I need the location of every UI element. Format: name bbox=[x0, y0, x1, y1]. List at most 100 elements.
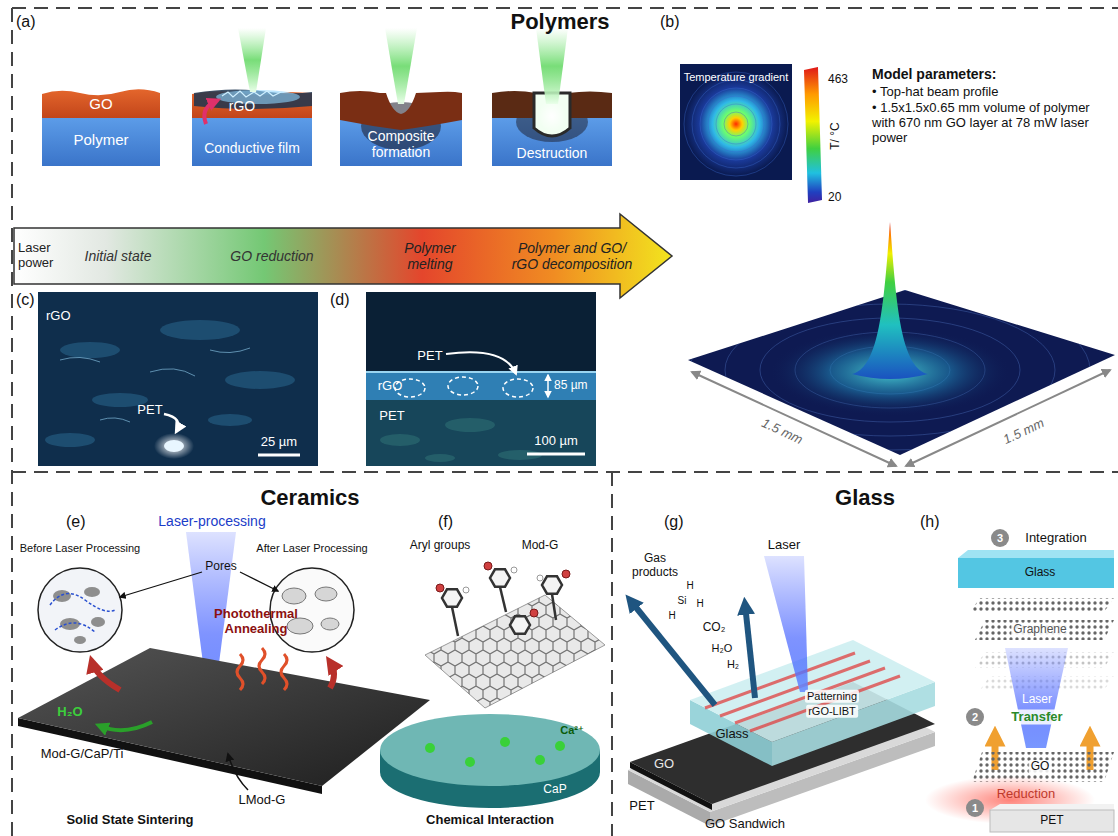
laser-sintering-illustration-part-part bbox=[53, 590, 71, 602]
note-line: • Top-hat beam profile bbox=[872, 85, 998, 100]
glass-sandwich-illustration bbox=[628, 556, 935, 826]
temperature-map-part-part bbox=[700, 88, 772, 160]
chemical-interaction-illustration-part-part bbox=[500, 587, 506, 612]
stage-reduction-part bbox=[192, 118, 312, 166]
chemical-interaction-illustration-part-part bbox=[436, 584, 444, 592]
chemical-interaction-illustration-part-part bbox=[510, 616, 530, 633]
chemical-interaction-illustration-part bbox=[463, 567, 543, 593]
callout-label: Pores bbox=[205, 560, 236, 574]
temperature-map-part-part bbox=[716, 104, 756, 144]
chemical-interaction-illustration-part bbox=[425, 737, 565, 767]
stage-label: rGO bbox=[229, 98, 255, 114]
atom-label: H bbox=[696, 598, 703, 610]
chemical-interaction-illustration-part bbox=[452, 587, 556, 636]
temperature-map-part-part bbox=[684, 72, 788, 176]
temperature-surface-plot-part bbox=[852, 222, 928, 379]
dimension-label: 85 µm bbox=[554, 379, 588, 393]
sem-image-cross-section-part-part bbox=[425, 454, 455, 462]
chemical-interaction-illustration-part-part bbox=[542, 576, 562, 593]
panel-letter: (b) bbox=[660, 13, 680, 31]
chemical-interaction-illustration-part bbox=[380, 714, 600, 786]
laser-sintering-illustration-part-part bbox=[315, 587, 337, 601]
sem-image-surface-part-part bbox=[208, 414, 252, 426]
chemical-interaction-illustration-part bbox=[425, 595, 605, 708]
scale-label: 25 µm bbox=[261, 435, 297, 450]
image-caption: Temperature gradient bbox=[684, 71, 789, 84]
process-stage: Destruction bbox=[492, 88, 612, 166]
sem-image-surface-part-part bbox=[160, 320, 240, 340]
material-label: rGO bbox=[378, 379, 403, 394]
sem-image-cross-section bbox=[366, 292, 596, 466]
stage-destruction-part bbox=[568, 92, 612, 119]
colorbar-title: T/ °C bbox=[829, 122, 843, 149]
chemical-interaction-illustration-part-part bbox=[555, 741, 565, 751]
chemical-interaction-illustration-part-part bbox=[535, 755, 545, 765]
step-number: 2 bbox=[972, 711, 978, 724]
chemical-interaction-illustration-part-part bbox=[490, 569, 510, 586]
stage-annotation: Polymer melting bbox=[390, 240, 470, 272]
transfer-process-illustration-part bbox=[958, 558, 1114, 588]
stage-annotation: GO reduction bbox=[230, 248, 313, 264]
sem-image-cross-section-part-part bbox=[503, 379, 533, 397]
stage-initial bbox=[42, 89, 160, 166]
inset-label: Before Laser Processing bbox=[20, 542, 140, 555]
process-label: Photothermal Annealing bbox=[206, 607, 306, 637]
stage-reduction-part bbox=[216, 90, 300, 104]
chemical-interaction-illustration-part-part bbox=[562, 570, 570, 578]
stage-initial-part bbox=[42, 118, 160, 166]
process-stage: GOPolymer bbox=[42, 88, 160, 166]
chemical-interaction-illustration-part-part bbox=[552, 594, 556, 620]
laser-sintering-illustration-part bbox=[92, 662, 120, 690]
sem-image-surface-part bbox=[45, 320, 295, 447]
laser-sintering-illustration-part bbox=[240, 572, 278, 591]
step-label: Reduction bbox=[997, 787, 1056, 802]
panel-letter: (d) bbox=[330, 291, 350, 309]
sem-image-cross-section-part-part bbox=[380, 434, 420, 446]
panel-subtitle: Solid State Sintering bbox=[66, 813, 193, 828]
sem-image-cross-section-part bbox=[446, 352, 516, 374]
dimension-label: 1.5 mm bbox=[1001, 416, 1047, 448]
process-label: Laser-processing bbox=[158, 513, 265, 529]
colorbar-value: 20 bbox=[828, 191, 841, 205]
laser-sintering-illustration-part-part bbox=[91, 617, 105, 627]
panel-title: Glass bbox=[835, 485, 895, 510]
transfer-process-illustration-part bbox=[991, 529, 1009, 547]
laser-sintering-illustration-part-part bbox=[84, 587, 100, 597]
process-label: Patterning bbox=[805, 690, 859, 703]
stage-destruction-part bbox=[538, 100, 566, 132]
laser-sintering-illustration-part bbox=[18, 648, 430, 786]
material-label: GO bbox=[1029, 760, 1052, 774]
axis-label: Laser power bbox=[18, 241, 62, 271]
chemical-formula: H₂ bbox=[727, 658, 739, 671]
laser-sintering-illustration-part-part bbox=[282, 588, 306, 604]
material-label: PET bbox=[137, 403, 162, 418]
material-label: LMod-G bbox=[239, 793, 286, 808]
panel-subtitle: GO Sandwich bbox=[705, 817, 785, 832]
stage-destruction-part bbox=[492, 91, 536, 118]
chemical-interaction-illustration-part-part bbox=[537, 575, 543, 581]
scale-label: 100 µm bbox=[534, 434, 578, 449]
transfer-process-illustration-part bbox=[990, 804, 1114, 810]
laser-sintering-illustration-part bbox=[120, 572, 202, 597]
sem-image-cross-section-part bbox=[366, 400, 596, 466]
chemical-interaction-illustration-part bbox=[442, 569, 562, 633]
sem-image-cross-section-part bbox=[527, 453, 585, 456]
chemical-interaction-illustration-part-part bbox=[511, 567, 517, 573]
panel-dividers-part bbox=[611, 472, 613, 836]
process-label: Laser bbox=[768, 538, 801, 553]
chemical-interaction-illustration-part bbox=[425, 595, 605, 708]
laser-sintering-illustration-part bbox=[330, 662, 334, 688]
laser-sintering-illustration-part bbox=[228, 754, 248, 790]
material-label: Graphene bbox=[1011, 623, 1068, 637]
panel-letter: (e) bbox=[66, 513, 86, 531]
laser-sintering-illustration-part bbox=[237, 648, 287, 690]
material-label: Aryl groups bbox=[410, 539, 471, 553]
sem-image-surface-part bbox=[154, 433, 194, 459]
transfer-process-illustration bbox=[925, 529, 1114, 832]
chemical-formula: H₂O bbox=[57, 705, 82, 720]
laser-sintering-illustration-part bbox=[53, 587, 105, 644]
material-label: PET bbox=[417, 349, 442, 364]
stage-composite-part bbox=[385, 28, 417, 104]
process-stage: Composite formation bbox=[340, 88, 462, 166]
sem-image-cross-section-part bbox=[395, 377, 533, 397]
